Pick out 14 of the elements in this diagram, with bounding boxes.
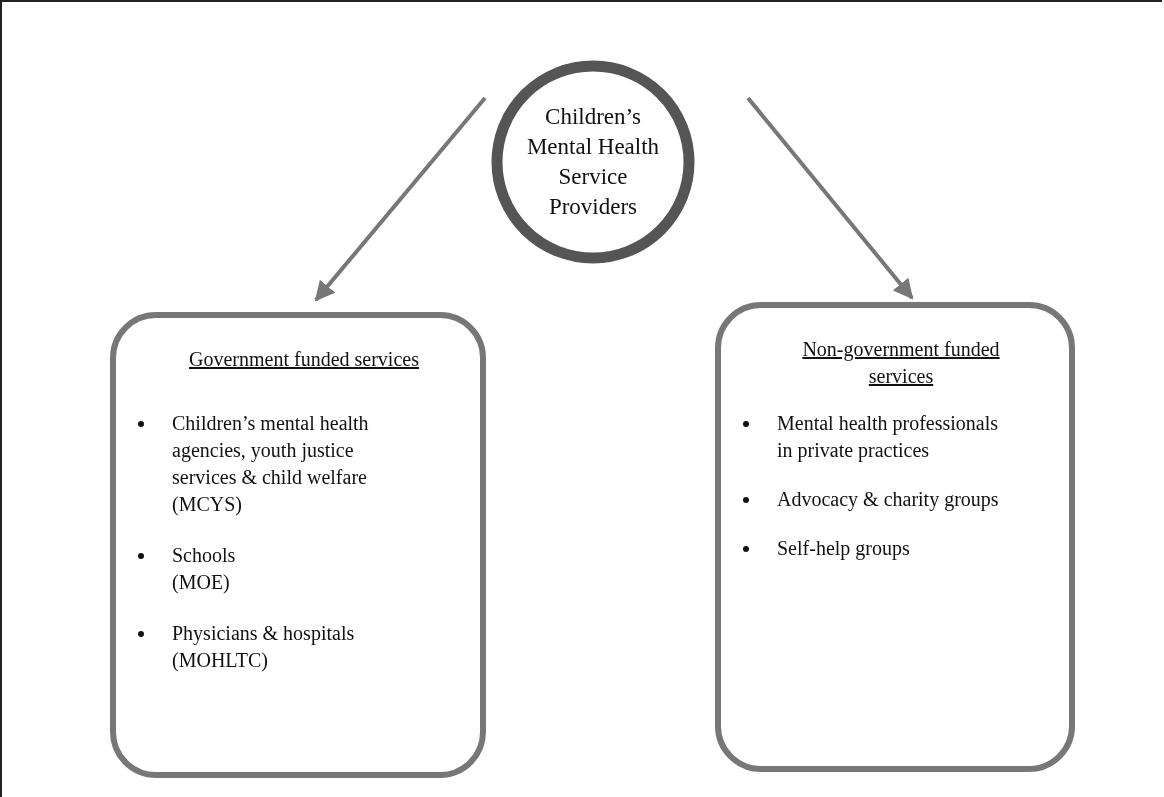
rounded-box <box>715 302 1075 772</box>
bullet-item: Schools (MOE) <box>172 543 237 596</box>
box-heading: Government funded services <box>188 347 420 372</box>
bullet-item: Physicians & hospitals (MOHLTC) <box>172 621 356 674</box>
bullet-item: Self-help groups <box>777 536 911 562</box>
bullet-item: Advocacy & charity groups <box>777 487 1000 513</box>
box-heading: Non-government funded services <box>801 337 1001 389</box>
arrow <box>314 96 487 302</box>
bullet-item: Children’s mental health agencies, youth justice services & child welfare (MCYS) <box>172 411 370 518</box>
arrow <box>746 96 914 300</box>
circle-node <box>491 60 695 264</box>
node-title: Children’s Mental Health Service Providers <box>525 103 661 221</box>
rounded-box <box>110 312 486 778</box>
bullet-item: Mental health professionals in private practices <box>777 411 1000 464</box>
